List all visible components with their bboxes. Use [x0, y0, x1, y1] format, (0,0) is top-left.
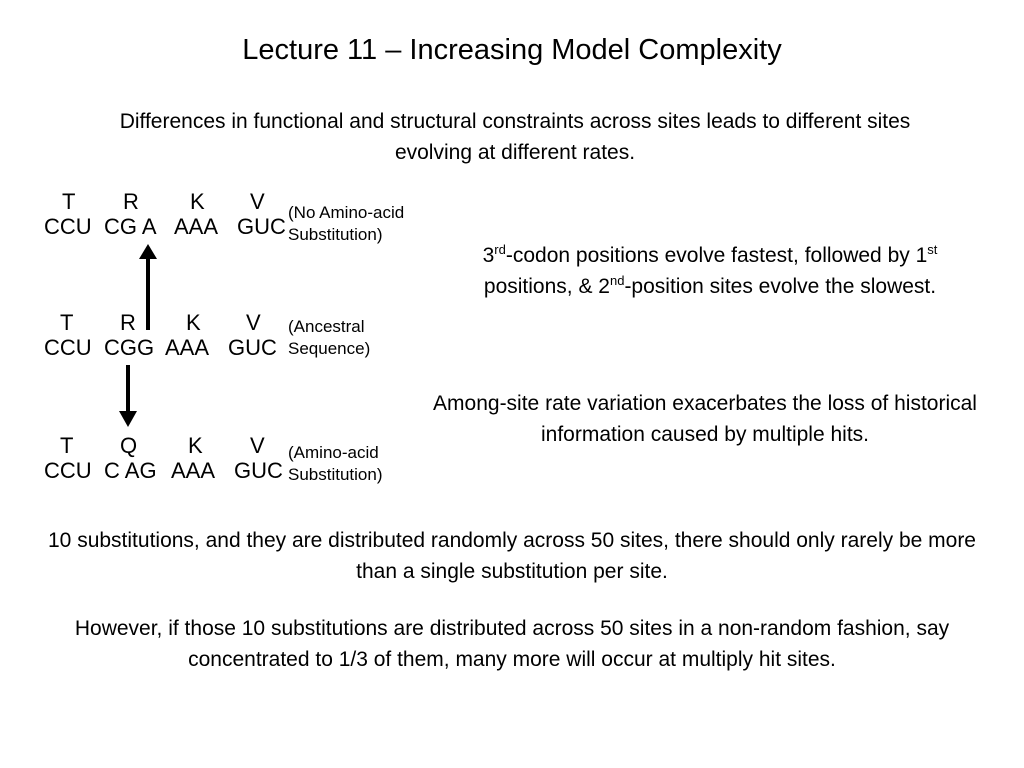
amino-acid: V — [250, 189, 265, 214]
codon: CGG — [104, 335, 155, 360]
codon-block-substitution: T Q K V CCU C AG AAA GUC (Amino-acid Sub… — [40, 434, 420, 494]
down-arrow-icon — [118, 365, 138, 427]
sequence-note: (No Amino-acid — [288, 203, 405, 222]
sequence-note: (Ancestral — [288, 317, 365, 336]
codon: CCU — [44, 335, 92, 360]
amino-acid: K — [188, 433, 203, 458]
amino-acid: T — [62, 189, 76, 214]
nonrandom-distribution-text: However, if those 10 substitutions are d… — [74, 617, 950, 671]
amino-acid: K — [186, 310, 201, 335]
codon: AAA — [174, 214, 219, 239]
codon-block-ancestral: T R K V CCU CGG AAA GUC (Ancestral Seque… — [40, 311, 420, 371]
random-distribution-text: 10 substitutions, and they are distribut… — [48, 529, 976, 583]
codon-position-note: 3rd-codon positions evolve fastest, foll… — [482, 242, 938, 298]
intro-text: Differences in functional and structural… — [119, 110, 911, 164]
sequence-note: Substitution) — [288, 225, 383, 244]
amino-acid: V — [250, 433, 265, 458]
codon: GUC — [237, 214, 286, 239]
amino-acid: V — [246, 310, 261, 335]
up-arrow-icon — [138, 244, 158, 330]
amino-acid: T — [60, 433, 74, 458]
codon: GUC — [228, 335, 277, 360]
amino-acid: R — [123, 189, 139, 214]
codon: AAA — [165, 335, 210, 360]
amino-acid: T — [60, 310, 74, 335]
amino-acid: Q — [120, 433, 138, 458]
codon: GUC — [234, 458, 283, 483]
sequence-note: Sequence) — [288, 339, 371, 358]
sequence-note: (Amino-acid — [288, 443, 379, 462]
codon: CCU — [44, 458, 92, 483]
codon: C AG — [104, 458, 157, 483]
rate-variation-note: Among-site rate variation exacerbates th… — [433, 392, 977, 446]
codon-block-no-substitution: T R K V CCU CG A AAA GUC (No Amino-acid … — [40, 190, 420, 250]
sequence-note: Substitution) — [288, 465, 383, 484]
codon: CCU — [44, 214, 92, 239]
amino-acid: K — [190, 189, 205, 214]
codon: AAA — [171, 458, 216, 483]
slide-title: Lecture 11 – Increasing Model Complexity — [242, 34, 782, 66]
codon: CG A — [104, 214, 157, 239]
amino-acid: R — [120, 310, 136, 335]
